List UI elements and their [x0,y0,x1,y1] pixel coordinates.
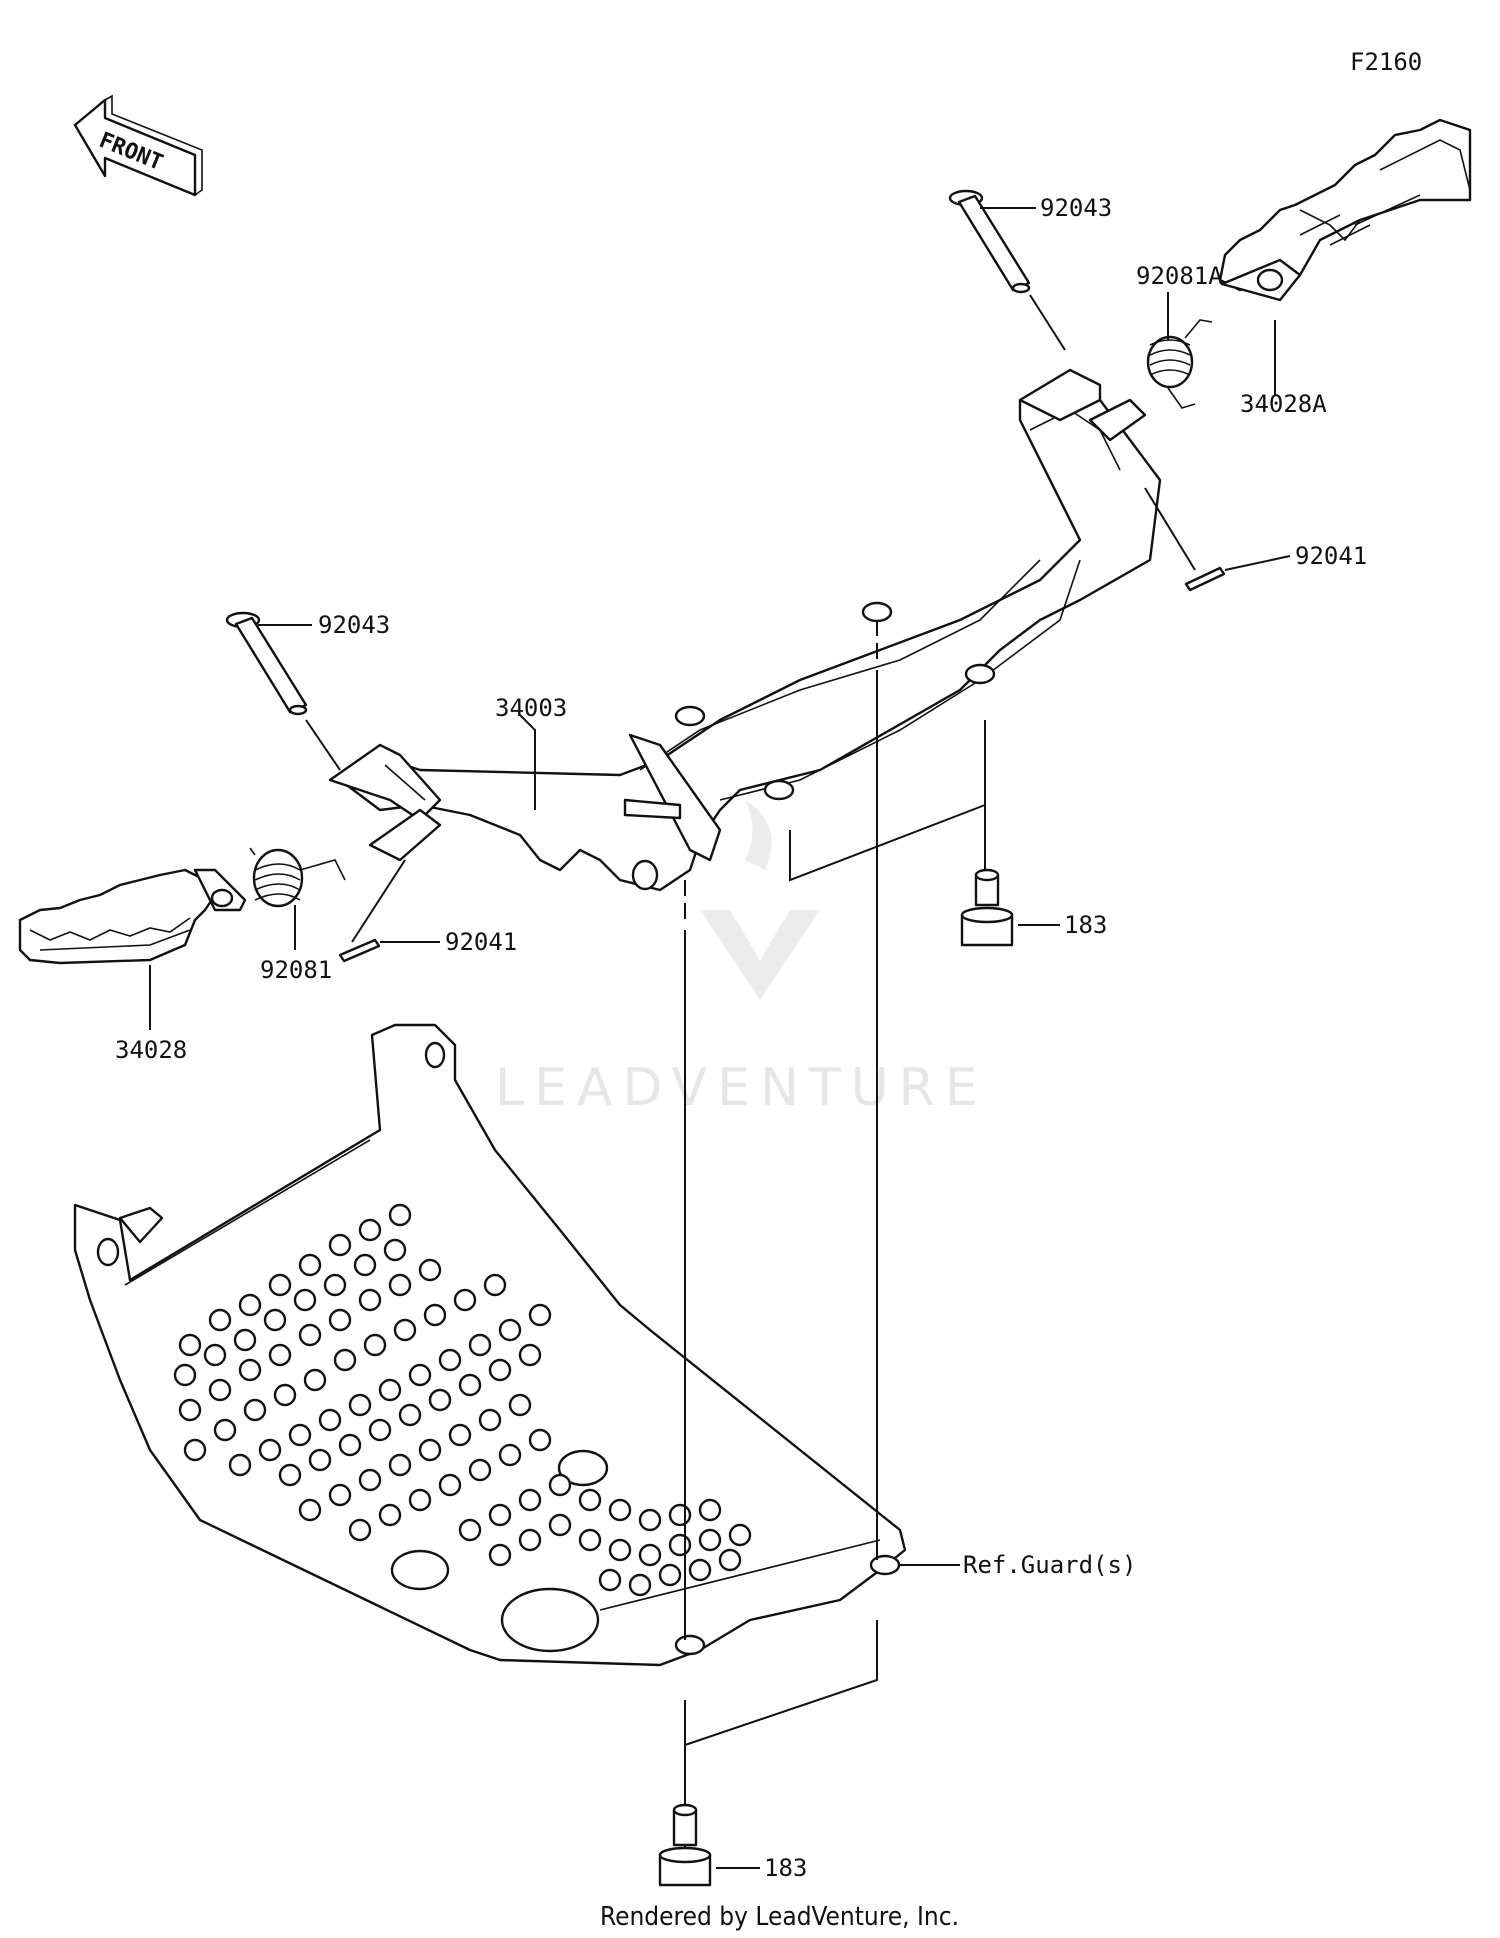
diagram-code: F2160 [1350,48,1422,76]
bolt-lower-183: 183 [658,1803,807,1887]
footer-credit: Rendered by LeadVenture, Inc. [600,1902,959,1932]
leadventure-watermark: LEADVENTURE [495,800,988,1118]
callout-spring-right: 92081A [1136,262,1223,290]
cotter-pin-left-92041: 92041 [338,859,517,963]
spring-right-92081A: 92081A [1136,262,1223,409]
bolt-upper-183: 183 [789,720,1107,947]
callout-pin-right: 92043 [1040,194,1112,222]
front-arrow-icon: FRONT [73,94,203,197]
callout-cotter-right: 92041 [1295,542,1367,570]
callout-ref-guard: Ref.Guard(s) [963,1551,1136,1579]
watermark-text: LEADVENTURE [495,1058,988,1118]
cotter-pin-right-92041: 92041 [1144,487,1367,592]
pin-left-92043: 92043 [225,611,390,771]
callout-spring-left: 92081 [260,956,332,984]
callout-footpeg-right: 34028A [1240,390,1327,418]
callout-pin-left: 92043 [318,611,390,639]
spring-left-92081: 92081 [249,847,346,984]
callout-cotter-left: 92041 [445,928,517,956]
vent-holes [173,1203,752,1597]
skid-guard-plate [73,1023,907,1667]
callout-bolt-lower: 183 [764,1854,807,1882]
footpeg-bracket-34003 [328,368,1162,892]
pin-right-92043: 92043 [948,189,1112,351]
footpeg-right-34028A: 34028A [1218,118,1472,418]
callout-bracket: 34003 [495,694,567,722]
callout-bolt-upper: 183 [1064,911,1107,939]
footpeg-left-34028: 34028 [18,868,247,1064]
callout-footpeg-left: 34028 [115,1036,187,1064]
